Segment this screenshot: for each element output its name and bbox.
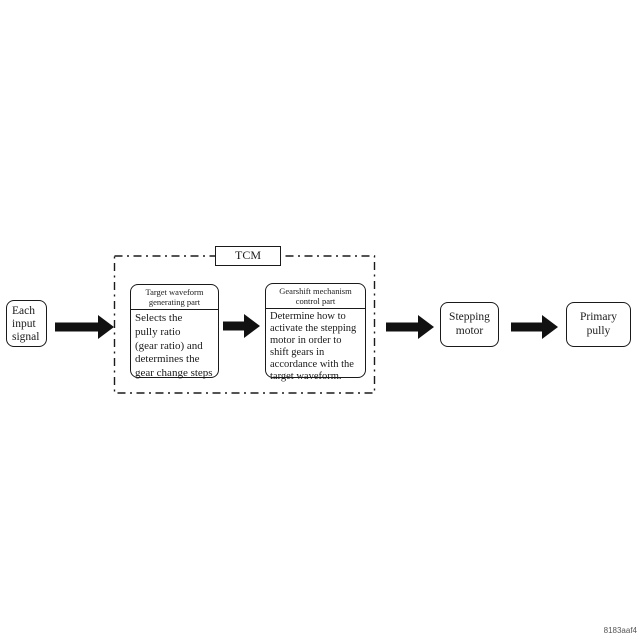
gearshift-part-body: Determine how to activate the stepping m…	[270, 311, 357, 382]
target-waveform-part-body: Selects the pully ratio (gear ratio) and…	[135, 312, 213, 380]
flow-arrow-stepping-motor-to-primary-pully	[511, 315, 558, 339]
gearshift-part-header: Gearshift mechanism control part	[266, 284, 365, 309]
node-each-input-signal: Each input signal	[6, 300, 47, 347]
tcm-dashed-container	[113, 255, 376, 394]
node-stepping-motor: Stepping motor	[440, 302, 499, 347]
flow-arrow-tcm-to-stepping-motor	[386, 315, 434, 339]
node-target-waveform-generating-part: Target waveform generating part Selects …	[130, 284, 219, 380]
target-waveform-part-header: Target waveform generating part	[131, 285, 218, 310]
flow-arrow-input-to-tcm	[55, 315, 114, 339]
tcm-label-box: TCM	[215, 246, 281, 266]
figure-code-label: 8183aaf4	[603, 626, 637, 635]
flow-arrow-waveform-to-gearshift	[223, 314, 260, 338]
node-primary-pully: Primary pully	[566, 302, 631, 347]
node-gearshift-mechanism-control-part: Gearshift mechanism control part Determi…	[265, 283, 366, 382]
